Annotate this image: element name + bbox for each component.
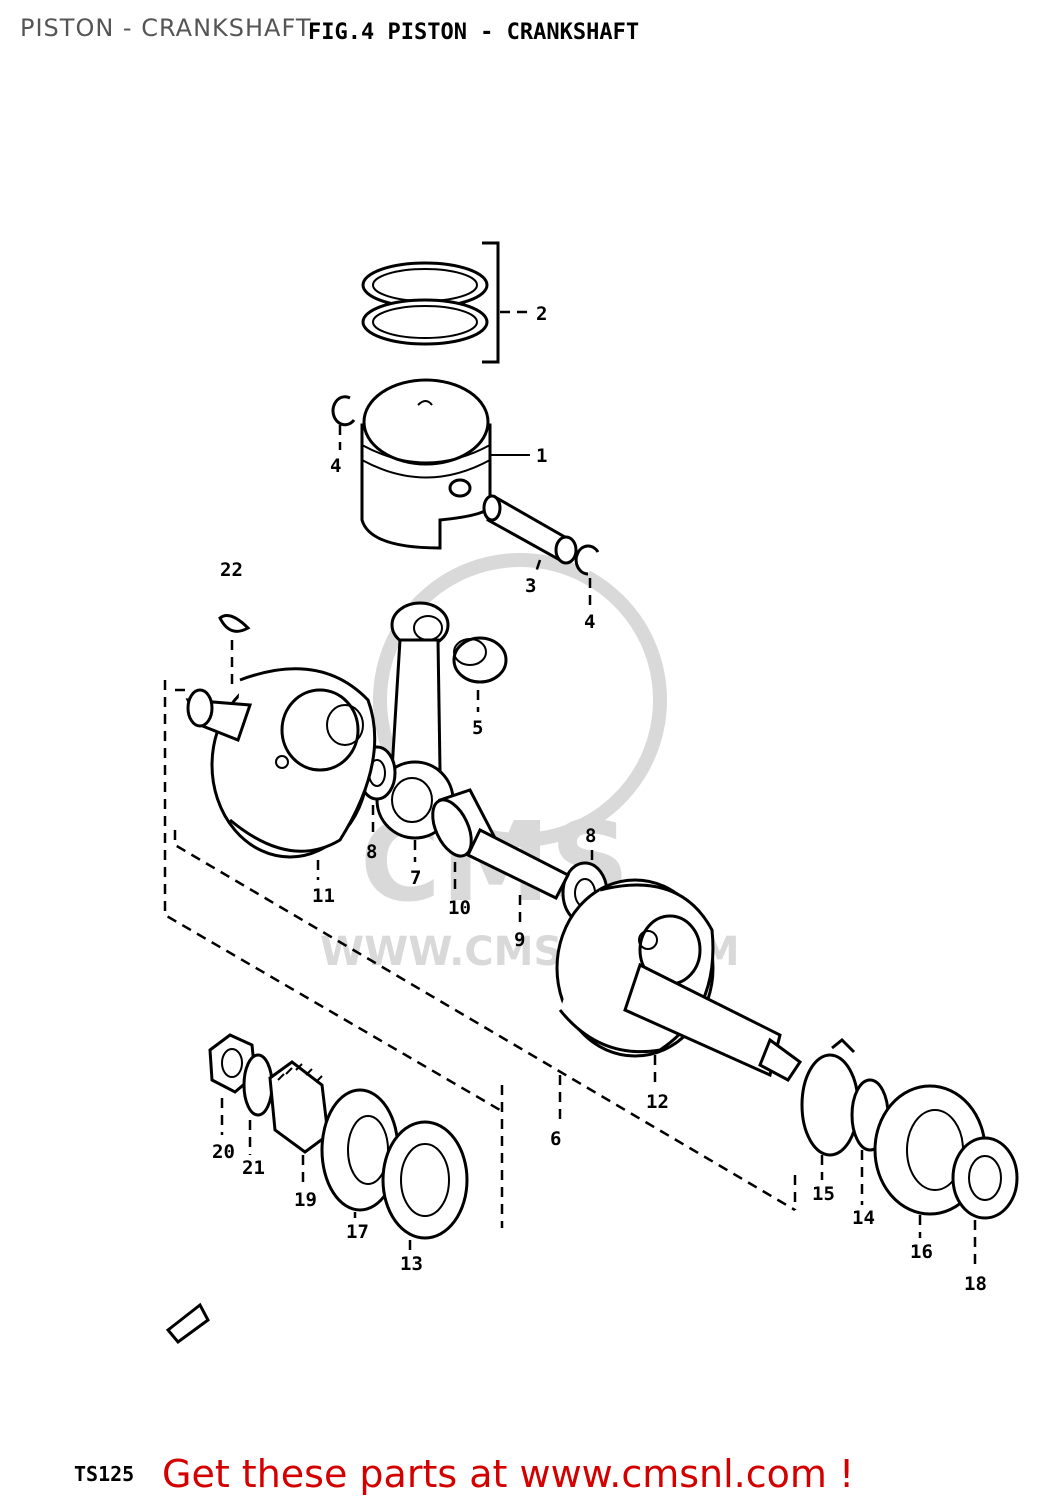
callout-14: 14: [852, 1207, 875, 1229]
callout-7: 7: [410, 867, 421, 889]
callout-4b: 4: [584, 611, 595, 633]
circlip-left: [331, 395, 356, 427]
callout-15: 15: [812, 1183, 835, 1205]
woodruff-key: [218, 614, 251, 633]
callout-22: 22: [220, 559, 243, 581]
piston-rings: [361, 241, 530, 364]
primary-drive-gear: [268, 1060, 330, 1185]
callout-6: 6: [550, 1128, 561, 1150]
callout-5: 5: [472, 717, 483, 739]
right-crank-half: [555, 878, 803, 1085]
front-direction-arrow-icon: [165, 1302, 210, 1345]
piston-pin: [482, 494, 578, 576]
buy-parts-link[interactable]: Get these parts at www.cmsnl.com !: [162, 1452, 855, 1496]
crankshaft-assembly-bracket: [163, 680, 797, 1228]
callout-13: 13: [400, 1253, 423, 1275]
callout-17: 17: [346, 1221, 369, 1243]
callout-4a: 4: [330, 455, 341, 477]
shim-plate: [800, 1037, 860, 1180]
callout-1: 1: [536, 445, 547, 467]
left-oil-seal: [381, 1120, 469, 1250]
callout-3: 3: [525, 575, 536, 597]
callout-10: 10: [448, 897, 471, 919]
page-title: PISTON - CRANKSHAFT: [20, 14, 312, 42]
callout-2: 2: [536, 303, 547, 325]
small-end-bearing: [452, 636, 508, 712]
callout-8b: 8: [585, 825, 596, 847]
lock-washer: [242, 1053, 274, 1155]
callout-16: 16: [910, 1241, 933, 1263]
callout-11: 11: [312, 885, 335, 907]
piston: [360, 378, 530, 550]
left-crank-half: [185, 667, 377, 880]
callout-8a: 8: [366, 841, 377, 863]
callout-19: 19: [294, 1189, 317, 1211]
circlip-right: [574, 544, 600, 576]
part-callouts: 2 1 4 3 4 22 5 8 8 7 11 10 9 12 6 20 21 …: [212, 303, 987, 1295]
callout-20: 20: [212, 1141, 235, 1163]
callout-18: 18: [964, 1273, 987, 1295]
callout-21: 21: [242, 1157, 265, 1179]
callout-12: 12: [646, 1091, 669, 1113]
model-label: TS125: [74, 1462, 135, 1486]
callout-9: 9: [514, 929, 525, 951]
right-oil-seal: [951, 1136, 1019, 1268]
crank-pin: [466, 827, 571, 925]
figure-title: FIG.4 PISTON - CRANKSHAFT: [308, 20, 640, 45]
